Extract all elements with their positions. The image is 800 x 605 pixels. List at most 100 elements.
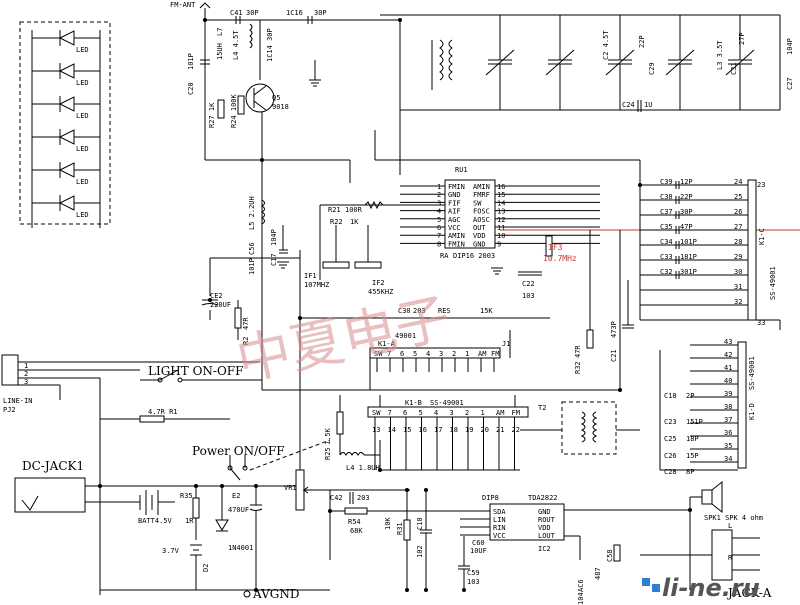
- e2-value: 470UF: [228, 506, 249, 514]
- k1d-cap-label: C25: [664, 435, 677, 443]
- k1c-pin: 31: [734, 283, 742, 291]
- ic-pin-num: 4: [437, 208, 441, 216]
- k1d-cap-value: 15P: [686, 452, 699, 460]
- k1c-cap-label: C39: [660, 178, 673, 186]
- r22-label: R22: [330, 218, 343, 226]
- k1a-contact: 6: [400, 350, 404, 358]
- c16-value: 30P: [314, 9, 327, 17]
- k1a-contact: SW: [374, 350, 383, 358]
- l7-label: L7: [216, 28, 224, 36]
- k1d-cap-value: 18P: [686, 435, 699, 443]
- ic-pin-left: GND: [448, 191, 461, 199]
- r32-value: 47R: [574, 345, 582, 358]
- k1b-pin: 20: [481, 426, 489, 434]
- amp-pin-left: RIN: [493, 524, 506, 532]
- k1c-pin: 24: [734, 178, 742, 186]
- avgnd-label: AVGND: [252, 587, 299, 601]
- k1c-pin: 32: [734, 298, 742, 306]
- k1d-pin: 35: [724, 442, 732, 450]
- k1a-switch: 49001: [395, 332, 416, 340]
- res-label: RES: [438, 307, 451, 315]
- l5-label: L5 2.2UH: [248, 196, 256, 230]
- led-label: LED: [76, 46, 89, 54]
- k1c-cap-label: C35: [660, 223, 673, 231]
- ic-pin-num: 7: [437, 232, 441, 240]
- ic-pin-num: 14: [497, 199, 505, 207]
- line-in-jack: 1 2 3 LINE-IN PJ2: [1, 354, 260, 414]
- ic-pin-right: OUT: [473, 224, 486, 232]
- k1d-cap-label: C28: [664, 468, 677, 476]
- if2-label: IF2: [372, 279, 385, 287]
- k1c-cap-label: C34: [660, 238, 673, 246]
- speaker-label: SPK1 SPK 4 ohm: [704, 514, 763, 522]
- c41-value: 30P: [246, 9, 259, 17]
- led-3: LED: [32, 96, 100, 120]
- ic-pin-num: 1: [437, 183, 441, 191]
- k1c-cap-value: 30P: [680, 208, 693, 216]
- r54-label: R54: [348, 518, 361, 526]
- c42-value: 203: [357, 494, 370, 502]
- site-logo: li-ne.ru: [642, 574, 760, 602]
- k1b-pin: 18: [450, 426, 458, 434]
- c12-label: 102: [416, 545, 424, 558]
- amp-pin-right: GND: [538, 508, 551, 516]
- ce2-group: CE2 220UF 47R R2 C30 203 RES 15K 47R R32…: [201, 230, 634, 500]
- c60-label: C60: [472, 539, 485, 547]
- if2-value: 455KHZ: [368, 288, 393, 296]
- jack-a-label: JACK-A: [726, 586, 772, 600]
- ic-pin-left: VCC: [448, 224, 461, 232]
- led-label: LED: [76, 112, 89, 120]
- ic-pin-num: 8: [437, 240, 441, 248]
- k1a-contact: 1: [465, 350, 469, 358]
- k1a-contact: 4: [426, 350, 430, 358]
- q5-label: Q5: [272, 94, 280, 102]
- r31-value: 10K: [384, 517, 392, 530]
- q5-value: 9018: [272, 103, 289, 111]
- k1c-bottom-pin: 33: [757, 319, 765, 327]
- led-label: LED: [76, 145, 89, 153]
- r35-value: 1R: [185, 517, 194, 525]
- k1c-pin: 27: [734, 223, 742, 231]
- ic-pin-num: 12: [497, 216, 505, 224]
- k1b-contact: 1: [481, 409, 485, 417]
- k1d-pin: 36: [724, 429, 732, 437]
- k1c-cap-value: 47P: [680, 223, 693, 231]
- light-switch-label: LIGHT ON-OFF: [148, 364, 243, 378]
- amp-pin-left: VCC: [493, 532, 506, 540]
- k1d-pin: 39: [724, 390, 732, 398]
- r24-label: R24 100K: [230, 93, 238, 128]
- ic-pin-right: AMIN: [473, 183, 490, 191]
- k1d-pin: 41: [724, 364, 732, 372]
- ic-pin-right: FMRF: [473, 191, 490, 199]
- ic-pin-left: FMIN: [448, 240, 465, 248]
- k1d-cap-value: 8P: [686, 468, 694, 476]
- r21-label: R21: [328, 206, 341, 214]
- ic-pin-left: FMIN: [448, 183, 465, 191]
- ic-pin-right: SW: [473, 199, 482, 207]
- k1b-pin: 17: [434, 426, 442, 434]
- k1a-contact: AM: [478, 350, 486, 358]
- k1d-pin: 38: [724, 403, 732, 411]
- ic-pin-num: 6: [437, 224, 441, 232]
- k1d-cap-value: 2P: [686, 392, 694, 400]
- if3-value: 10.7MHz: [543, 254, 577, 263]
- k1d-name: K1-D: [748, 403, 756, 420]
- r21-value: 100R: [345, 206, 363, 214]
- r31-label: R31: [396, 522, 404, 535]
- k1d-pin: 37: [724, 416, 732, 424]
- k1d-cap-label: C26: [664, 452, 677, 460]
- r487-label: 487: [594, 567, 602, 580]
- amp-pin-right: ROUT: [538, 516, 556, 524]
- k1c-cap-label: C32: [660, 268, 673, 276]
- c27-value: 104P: [786, 38, 794, 55]
- if3-label: IF3: [548, 243, 563, 252]
- t2-label: T2: [538, 404, 546, 412]
- l3-label: L3 3.5T: [716, 40, 724, 70]
- battery-label: BATT4.5V: [138, 517, 173, 525]
- amp-pin-right: LOUT: [538, 532, 556, 540]
- c24-label: C24: [622, 101, 635, 109]
- l7-value: 15UH: [216, 43, 224, 60]
- line-in-label: LINE-IN: [3, 397, 33, 405]
- ic-pin-num: 3: [437, 199, 441, 207]
- r2-value: 47R: [242, 317, 250, 330]
